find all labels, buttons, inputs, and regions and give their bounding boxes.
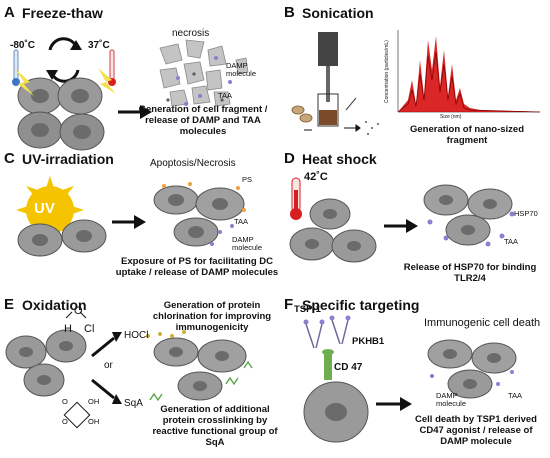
cold-thermometer-icon: [12, 49, 20, 86]
panel-b-arrows: [304, 124, 361, 132]
panel-c-damp: [210, 224, 234, 246]
panel-f-damp-label: DAMP molecule: [436, 391, 467, 408]
panel-d-arrow: [384, 219, 418, 233]
heat-shocked-cells: [423, 184, 513, 246]
o-atom-label: O: [74, 305, 83, 317]
hot-temp-label: 37˚C: [88, 40, 110, 51]
panel-d-letter: D: [284, 150, 295, 167]
or-label: or: [104, 360, 113, 371]
panel-a-caption: Generation of cell fragment / release of…: [138, 104, 268, 137]
panel-a-title: Freeze-thaw: [22, 5, 103, 21]
nano-fragments: [365, 121, 379, 135]
panel-e-letter: E: [4, 296, 15, 313]
panel-c-letter: C: [4, 150, 15, 167]
panel-b-caption: Generation of nano-sized fragment: [409, 124, 524, 146]
crosslinked-proteins: [149, 360, 253, 402]
lightning-bolts-icon: [14, 68, 116, 96]
panel-a-arrow: [118, 105, 152, 119]
oh-label-2: OH: [88, 417, 100, 426]
o-label-1: O: [62, 397, 68, 406]
immunogenic-death-label: Immunogenic cell death: [424, 317, 541, 329]
panel-c-taa-label: TAA: [234, 217, 249, 226]
panel-e-arrows: [91, 336, 115, 400]
panel-c-arrow: [112, 215, 146, 229]
panel-f-title: Specific targeting: [302, 297, 420, 313]
hsp70-label: HSP70: [514, 209, 538, 218]
apoptosis-label: Apoptosis/Necrosis: [150, 158, 236, 169]
panel-a-taa-label: TAA: [218, 91, 233, 100]
taa-molecules: [166, 72, 224, 102]
target-cell: [303, 381, 369, 443]
cell-cluster: [17, 77, 105, 151]
necrosis-label: necrosis: [172, 28, 210, 39]
panel-d-caption: Release of HSP70 for binding TLR2/4: [403, 262, 537, 284]
sqa-structure-icon: [63, 401, 91, 429]
panel-c-caption: Exposure of PS for facilitating DC uptak…: [115, 256, 279, 278]
heat-thermometer-icon: [290, 177, 302, 220]
panel-d-taa-label: TAA: [504, 237, 519, 246]
pkhb1-molecule-icon: [329, 315, 351, 345]
cl-atom-label: Cl: [84, 323, 95, 335]
panel-e-caption-top: Generation of protein chlorination for i…: [152, 300, 272, 333]
cold-temp-label: -80˚C: [10, 40, 36, 51]
plot-x-axis-label: Size (nm): [440, 114, 462, 120]
ps-label: PS: [242, 175, 253, 184]
panel-c-title: UV-irradiation: [22, 151, 114, 167]
panel-e-caption-bottom: Generation of additional protein crossli…: [152, 404, 278, 448]
panel-e-cells: [5, 329, 87, 397]
chlorinated-proteins: [146, 330, 186, 338]
cycle-arrows-icon: [46, 37, 82, 83]
o-label-2: O: [62, 417, 68, 426]
oxidized-cells: [153, 337, 247, 401]
cells-input-icon: [291, 105, 313, 123]
damp-molecules: [176, 56, 232, 106]
heat-temp-label: 42˚C: [304, 171, 328, 183]
sonicator-probe-icon: [317, 32, 339, 127]
panel-e-arrowheads: [112, 332, 122, 404]
hocl-label: HOCl: [124, 330, 149, 341]
uv-sun-icon: [16, 176, 84, 234]
panel-d-title: Heat shock: [302, 151, 377, 167]
ps-markers: [162, 182, 246, 212]
panel-b-title: Sonication: [302, 5, 374, 21]
cd47-label: CD 47: [334, 362, 363, 373]
pkhb1-label: PKHB1: [352, 336, 385, 347]
panel-f-damp: [430, 370, 514, 386]
pipette-icon: [345, 97, 357, 111]
oh-label-1: OH: [88, 397, 100, 406]
panel-f-letter: F: [284, 296, 294, 313]
dying-cells: [427, 339, 517, 399]
panel-c-cells: [17, 219, 107, 257]
panel-d-cells: [289, 198, 377, 263]
panel-f-taa-label: TAA: [508, 391, 523, 400]
hocl-structure-icon: [65, 311, 87, 319]
panel-a-letter: A: [4, 4, 15, 21]
sqa-label: SqA: [124, 398, 143, 409]
panel-e-title: Oxidation: [22, 297, 87, 313]
panel-f-caption: Cell death by TSP1 derived CD47 agonist …: [415, 414, 537, 447]
uv-label: UV: [34, 200, 55, 217]
tsp1-label: TSP-1: [294, 304, 321, 315]
panel-b-letter: B: [284, 4, 295, 21]
panel-a-damp-label: DAMP molecule: [226, 61, 257, 78]
tsp1-molecule-icon: [303, 319, 325, 349]
cell-fragments: [159, 39, 249, 107]
size-distribution-plot: [397, 30, 541, 113]
hsp70-molecules: [427, 211, 515, 247]
h-atom-label: H: [64, 323, 72, 335]
cd47-receptor-icon: [322, 349, 334, 380]
panel-c-damp-label: DAMP molecule: [232, 235, 263, 252]
panel-f-arrow: [376, 397, 412, 411]
